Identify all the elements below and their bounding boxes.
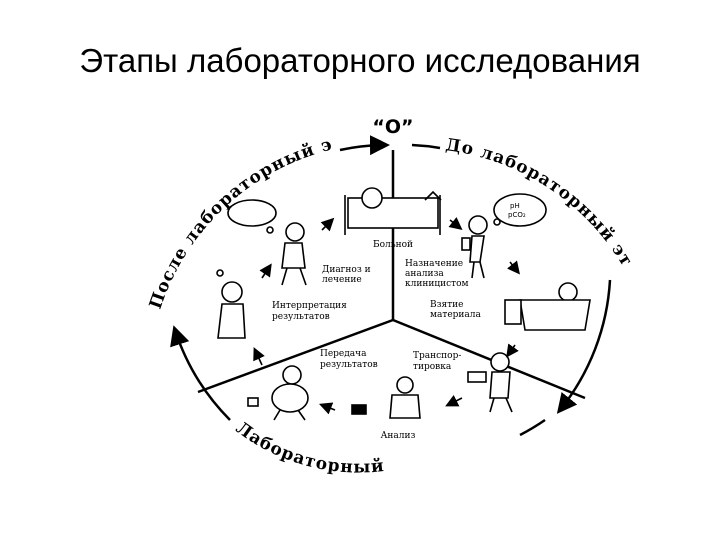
thought-bubble-left <box>227 199 277 234</box>
svg-text:результатов: результатов <box>320 360 378 370</box>
bubble-text-pco2: pCO₂ <box>508 211 526 219</box>
diagnosis-illustration <box>281 222 307 286</box>
sector-dividers <box>197 150 586 400</box>
bubble-text-ph: pH <box>510 202 520 210</box>
cycle-circle <box>170 135 612 437</box>
center-o-marker: “O” <box>372 116 413 138</box>
clinician-illustration <box>461 215 488 279</box>
page-title: Этапы лабораторного исследования <box>79 42 641 79</box>
svg-text:Интерпретация: Интерпретация <box>272 301 347 311</box>
stage-label-transport: Транспор- тировка <box>413 351 461 372</box>
stage-label-diagnosis: Диагноз и лечение <box>322 265 371 285</box>
illustrations <box>216 187 591 421</box>
svg-text:Передача: Передача <box>320 349 367 359</box>
transport-illustration <box>467 352 513 413</box>
stage-label-patient: Больной <box>373 240 413 250</box>
svg-text:тировка: тировка <box>413 362 452 372</box>
svg-text:Взятие: Взятие <box>430 300 464 310</box>
analyst-illustration <box>351 376 421 419</box>
interpretation-illustration <box>216 269 246 339</box>
results-courier-illustration <box>247 365 309 421</box>
svg-text:клиницистом: клиницистом <box>405 279 469 289</box>
svg-text:анализа: анализа <box>405 269 444 279</box>
stage-label-assignment: Назначение анализа клиницистом <box>405 259 469 289</box>
svg-text:Транспор-: Транспор- <box>413 351 461 361</box>
arc-label-preanalytic: До лабораторный этап <box>0 0 637 270</box>
svg-text:материала: материала <box>430 310 482 320</box>
svg-text:Назначение: Назначение <box>405 259 463 269</box>
thought-bubble-right <box>493 193 547 227</box>
svg-text:результатов: результатов <box>272 312 330 322</box>
stage-label-sampling: Взятие материала <box>430 300 482 320</box>
stage-label-interpretation: Интерпретация результатов <box>272 301 347 322</box>
svg-text:лечение: лечение <box>322 275 362 285</box>
sampling-illustration <box>504 282 591 331</box>
svg-text:Диагноз и: Диагноз и <box>322 265 371 275</box>
stage-label-transfer: Передача результатов <box>320 349 378 370</box>
stage-label-analysis: Анализ <box>381 431 416 441</box>
patient-illustration <box>344 187 442 235</box>
